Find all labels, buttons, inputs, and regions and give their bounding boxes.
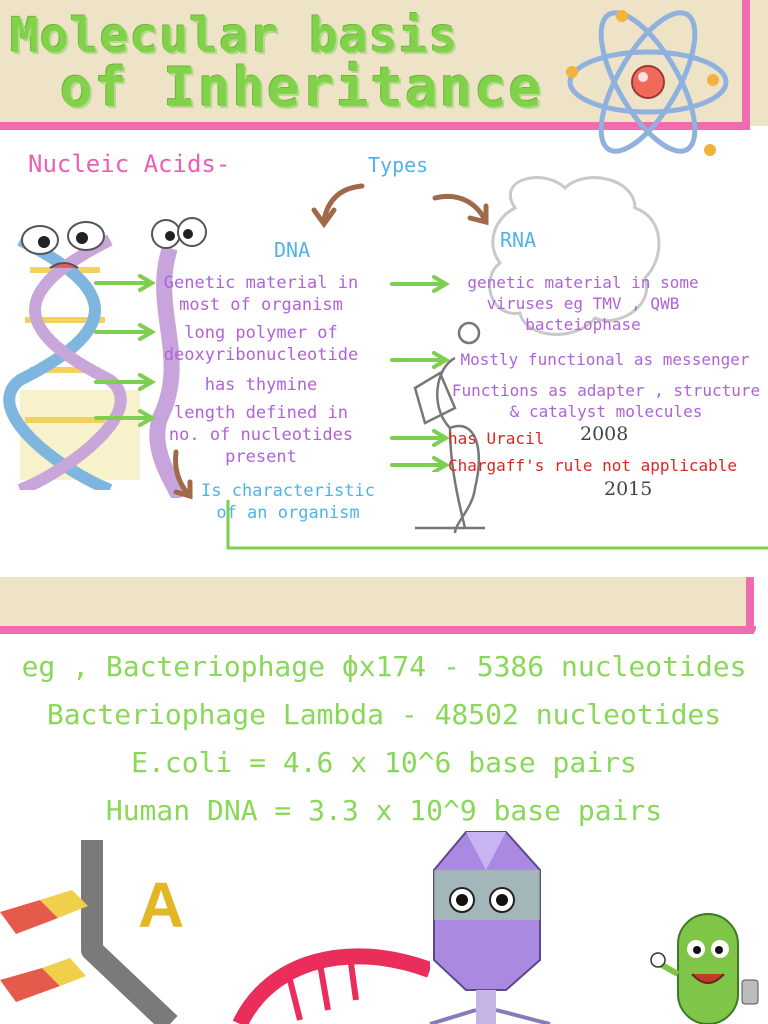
dna-strand-character [149, 217, 207, 498]
header-border-right [742, 0, 750, 130]
rna-point-3: Functions as adapter , structure & catal… [451, 381, 761, 421]
lower-band [0, 577, 750, 632]
dna-label: DNA [274, 238, 311, 262]
bacterium-character [650, 913, 759, 1024]
rna-side-arrows [390, 275, 450, 472]
header-border [0, 122, 750, 130]
example-line-4: Human DNA = 3.3 x 10^9 base pairs [105, 794, 663, 827]
bacteriophage-illustration [429, 831, 551, 1024]
dna-point-2: long polymer of deoxyribonucleotide [163, 323, 359, 365]
red-helix-illustration [232, 948, 430, 1024]
section-heading: Nucleic Acids- [28, 150, 231, 178]
dna-point-5: Is characteristic of an organism [201, 481, 375, 523]
rna-point-1: genetic material in some viruses eg TMV … [467, 273, 699, 334]
types-label: Types [368, 153, 429, 177]
base-letter: A [138, 869, 185, 941]
dna-point-3: has thymine [204, 375, 318, 395]
example-line-3: E.coli = 4.6 x 10^6 base pairs [131, 746, 637, 779]
rna-point-2: Mostly functional as messenger [460, 350, 750, 369]
year-annotation-1: 2008 [580, 423, 629, 445]
rna-label: RNA [500, 228, 537, 252]
page-title-line-1: Molecular basis [10, 8, 459, 64]
example-line-2: Bacteriophage Lambda - 48502 nucleotides [46, 698, 722, 731]
lower-border [0, 626, 756, 634]
year-annotation-2: 2015 [604, 478, 653, 500]
rna-sketch-figure [413, 176, 661, 534]
dna-helix-illustration [3, 221, 140, 490]
dna-point-1: Genetic material in most of organism [163, 273, 359, 315]
lower-border-right [746, 577, 754, 634]
example-line-1: eg , Bacteriophage ϕx174 - 5386 nucleoti… [21, 650, 747, 683]
rna-point-4: has Uracil [448, 429, 545, 448]
bracket-line [226, 500, 768, 550]
dna-side-arrows [94, 274, 156, 427]
types-branch-arrows [311, 183, 489, 229]
characteristic-arrow [173, 449, 193, 500]
dna-point-4: length defined in no. of nucleotides pre… [168, 403, 354, 467]
atom-icon [566, 10, 729, 156]
header-band [0, 0, 768, 126]
dna-ladder-illustration [0, 840, 178, 1024]
rna-point-5: Chargaff's rule not applicable [448, 456, 737, 475]
page-title-line-2: of Inheritance [60, 56, 544, 119]
